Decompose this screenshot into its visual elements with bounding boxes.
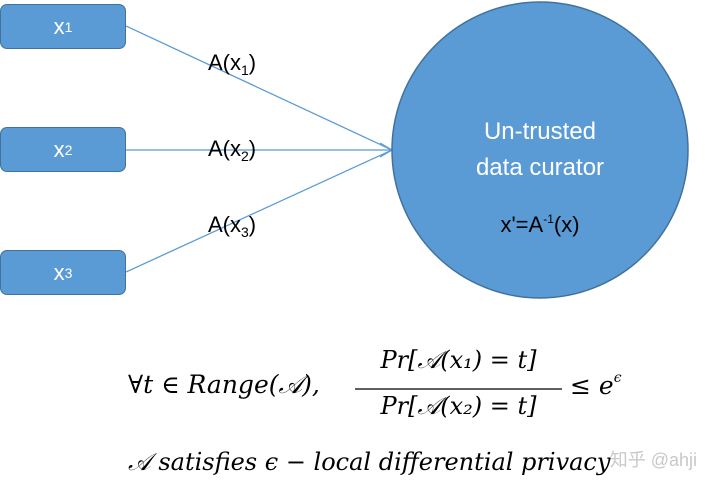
- edge-x1: [125, 25, 393, 151]
- input-node-subscript: 1: [64, 18, 73, 35]
- curator-title: Un-trusted data curator: [392, 114, 688, 186]
- curator-title-line1: Un-trusted: [483, 118, 597, 145]
- input-node-label: x: [53, 259, 65, 285]
- edge-label-prefix: A(x: [208, 136, 241, 161]
- edge-x3: [125, 149, 393, 273]
- formula-denominator: Pr[𝒜(x₂) = t]: [380, 392, 537, 420]
- edge-label-subscript: 1: [241, 62, 249, 78]
- edge-label-suffix: ): [248, 136, 257, 161]
- edge-label-prefix: A(x: [208, 212, 241, 237]
- formula-lhs: ∀t ∈ Range(𝒜),: [128, 370, 320, 399]
- input-node-subscript: 3: [64, 264, 73, 281]
- formula-rhs: ≤ eϵ: [570, 370, 622, 400]
- edge-label-subscript: 3: [241, 224, 249, 240]
- input-node-label: x: [53, 136, 65, 162]
- edge-label-suffix: ): [248, 50, 257, 75]
- curator-title-line2: data curator: [475, 154, 605, 181]
- input-node-label: x: [53, 13, 65, 39]
- edge-label-2: A(x2): [208, 136, 256, 164]
- input-node-subscript: 2: [64, 141, 73, 158]
- formula-rhs-base: ≤ e: [570, 371, 614, 400]
- watermark: 知乎 @ahji: [609, 450, 697, 470]
- formula-numerator: Pr[𝒜(x₁) = t]: [380, 346, 537, 374]
- edge-label-subscript: 2: [241, 148, 249, 164]
- ldp-statement: 𝒜 satisfies ϵ − local differential priva…: [128, 448, 611, 476]
- curator-node: [391, 1, 689, 299]
- edge-label-prefix: A(x: [208, 50, 241, 75]
- edge-label-1: A(x1): [208, 50, 256, 78]
- edge-label-suffix: ): [248, 212, 257, 237]
- edge-label-3: A(x3): [208, 212, 256, 240]
- formula-rhs-sup: ϵ: [613, 370, 622, 386]
- curator-formula-sup: -1: [543, 212, 554, 226]
- curator-formula-prefix: x'=A: [500, 212, 544, 237]
- curator-formula: x'=A-1(x): [392, 212, 688, 238]
- curator-formula-suffix: (x): [553, 212, 580, 237]
